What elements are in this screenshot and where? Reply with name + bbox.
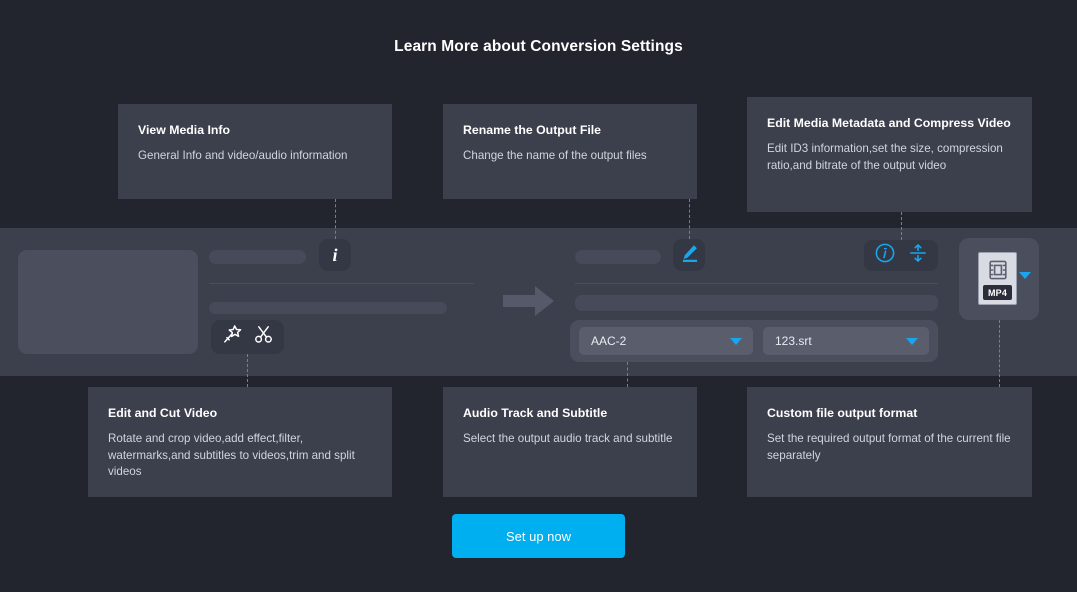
- subtitle-value: 123.srt: [775, 334, 812, 348]
- card-description: Rotate and crop video,add effect,filter,…: [108, 432, 355, 478]
- format-chevron-down-icon[interactable]: [1019, 272, 1031, 279]
- card-description: Change the name of the output files: [463, 149, 647, 162]
- divider-line-right: [575, 283, 938, 284]
- video-thumbnail-placeholder: [18, 250, 198, 354]
- compress-icon[interactable]: [908, 242, 928, 269]
- audio-track-value: AAC-2: [591, 334, 627, 348]
- chevron-down-icon: [730, 337, 742, 345]
- edit-tools-group[interactable]: [211, 320, 284, 354]
- format-label: MP4: [983, 285, 1012, 300]
- progress-skeleton-bar: [209, 302, 447, 314]
- conversion-arrow-icon: [503, 284, 555, 318]
- card-rename-output-file: Rename the Output File Change the name o…: [443, 104, 697, 199]
- card-description: Select the output audio track and subtit…: [463, 432, 673, 445]
- chevron-down-icon: [906, 337, 918, 345]
- card-title: Edit Media Metadata and Compress Video: [767, 116, 1011, 130]
- connector-audio: [627, 362, 628, 387]
- metadata-compress-group[interactable]: [864, 240, 938, 271]
- card-title: Rename the Output File: [463, 123, 602, 137]
- media-info-button[interactable]: i: [319, 239, 351, 271]
- card-description: Edit ID3 information,set the size, compr…: [767, 142, 1003, 172]
- card-edit-and-cut-video: Edit and Cut Video Rotate and crop video…: [88, 387, 392, 497]
- circle-info-icon[interactable]: [874, 242, 896, 269]
- set-up-now-button[interactable]: Set up now: [452, 514, 625, 558]
- output-format-badge[interactable]: MP4: [978, 252, 1017, 305]
- card-custom-output-format: Custom file output format Set the requir…: [747, 387, 1032, 497]
- subtitle-dropdown[interactable]: 123.srt: [763, 327, 929, 355]
- magic-wand-icon[interactable]: [222, 324, 243, 350]
- connector-metadata: [901, 212, 902, 240]
- filename-skeleton-bar: [209, 250, 306, 264]
- info-icon: i: [332, 245, 338, 265]
- card-title: Custom file output format: [767, 406, 918, 420]
- scissors-icon[interactable]: [253, 324, 274, 350]
- connector-media-info: [335, 199, 336, 239]
- audio-track-dropdown[interactable]: AAC-2: [579, 327, 753, 355]
- connector-edit-cut: [247, 354, 248, 387]
- pencil-icon: [678, 242, 700, 269]
- rename-file-button[interactable]: [673, 239, 705, 271]
- connector-format: [999, 320, 1000, 387]
- output-progress-skeleton-bar: [575, 295, 938, 311]
- card-title: View Media Info: [138, 123, 231, 137]
- card-title: Audio Track and Subtitle: [463, 406, 608, 420]
- card-audio-track-subtitle: Audio Track and Subtitle Select the outp…: [443, 387, 697, 497]
- card-description: General Info and video/audio information: [138, 149, 348, 162]
- card-title: Edit and Cut Video: [108, 406, 218, 420]
- divider-line-left: [209, 283, 474, 284]
- audio-subtitle-panel: AAC-2 123.srt: [570, 320, 938, 362]
- card-description: Set the required output format of the cu…: [767, 432, 1011, 462]
- connector-rename: [689, 199, 690, 239]
- card-view-media-info: View Media Info General Info and video/a…: [118, 104, 392, 199]
- film-strip-icon: [986, 258, 1010, 287]
- output-name-skeleton-bar: [575, 250, 661, 264]
- page-title: Learn More about Conversion Settings: [394, 38, 683, 55]
- card-edit-metadata-compress: Edit Media Metadata and Compress Video E…: [747, 97, 1032, 212]
